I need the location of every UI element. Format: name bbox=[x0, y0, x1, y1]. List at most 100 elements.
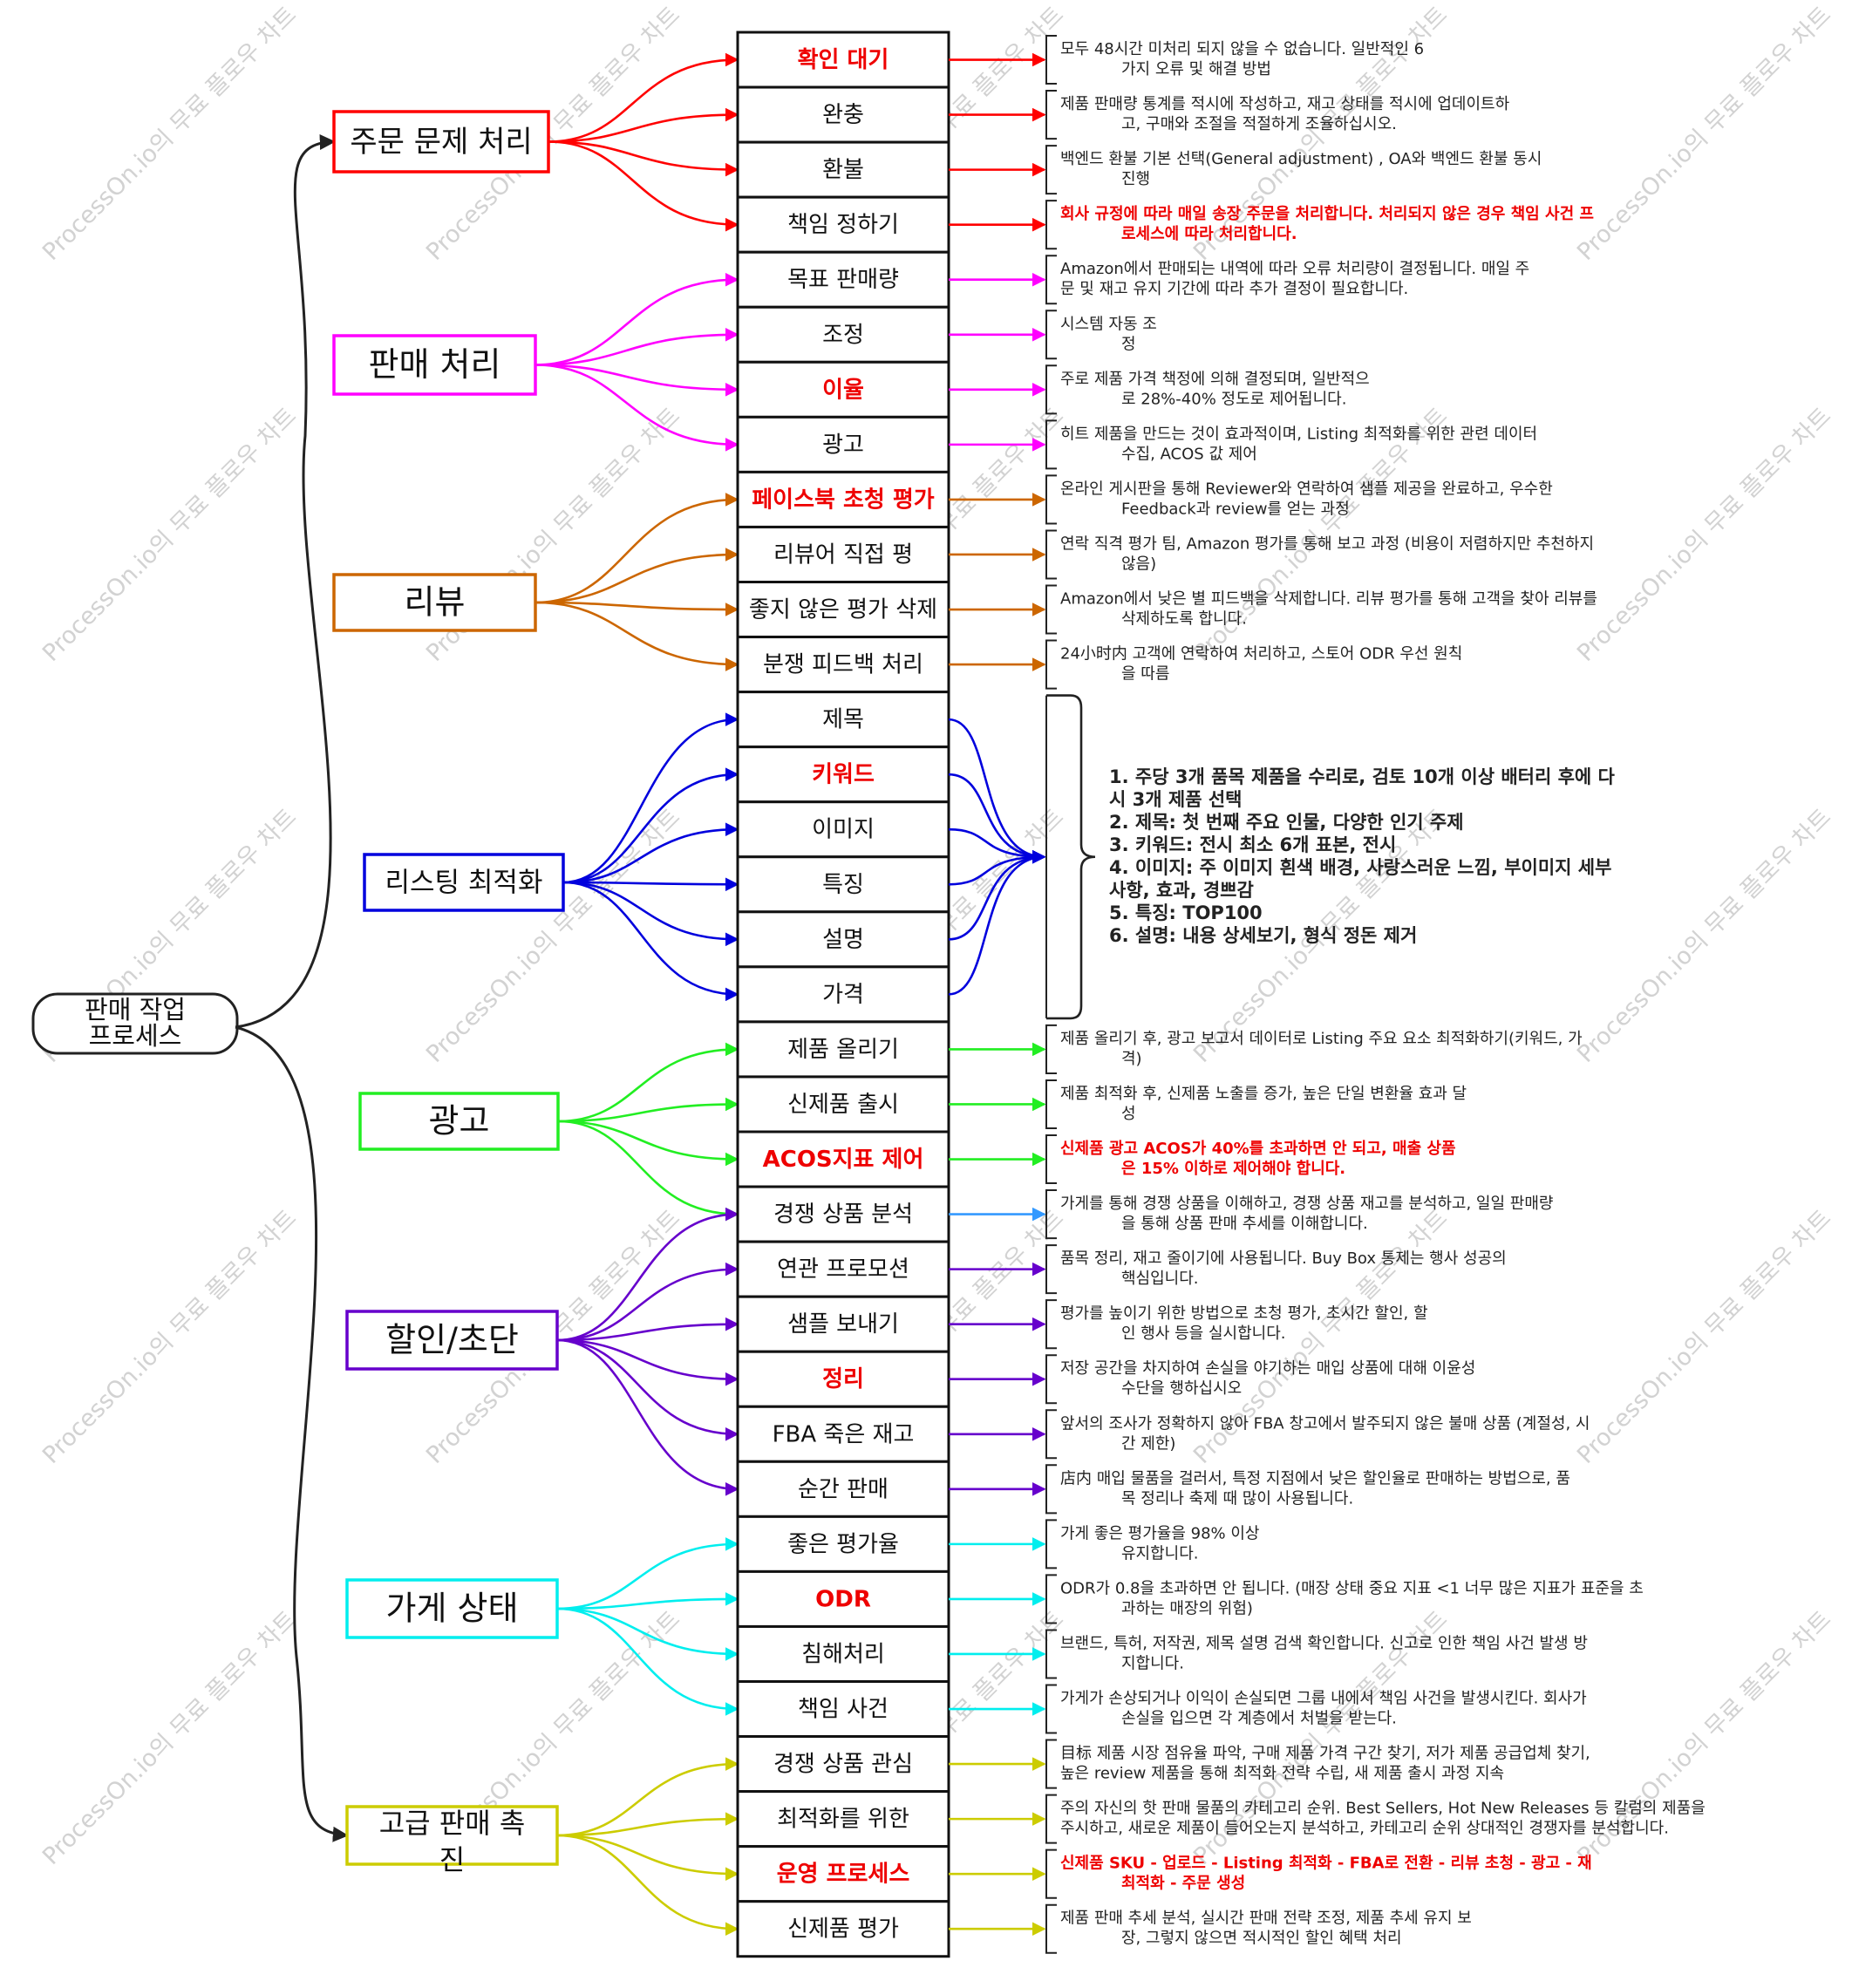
desc-bracket-0 bbox=[1045, 35, 1057, 85]
desc-text-5-0: 시스템 자동 조 bbox=[1060, 315, 1157, 333]
group-label-listing: 리스팅 최적화 bbox=[385, 868, 543, 899]
step-label-31: 경쟁 상품 관심 bbox=[773, 1752, 913, 1778]
group-node-discount bbox=[345, 1310, 559, 1371]
step-cell-5 bbox=[736, 305, 950, 364]
desc-text-28-0: ODR가 0.8을 초과하면 안 됩니다. (매장 상태 중요 지표 <1 너무… bbox=[1060, 1579, 1644, 1597]
listing-merge-15 bbox=[948, 849, 1046, 886]
desc-text-22-0: 품목 정리, 재고 줄이기에 사용됩니다. Buy Box 통제는 행사 성공의 bbox=[1060, 1249, 1507, 1268]
desc-text-27-0: 가게 좋은 평가율을 98% 이상 bbox=[1060, 1524, 1260, 1542]
branch-discount-24 bbox=[556, 1338, 739, 1386]
desc-text-34-0: 제품 판매 추세 분석, 실시간 판매 전략 조정, 제품 추세 유지 보 bbox=[1060, 1910, 1472, 1928]
listing-brace bbox=[1046, 694, 1096, 1020]
step-cell-4 bbox=[736, 250, 950, 309]
branch-advanced-31 bbox=[556, 1757, 739, 1837]
desc-text-23-0: 평가를 높이기 위한 방법으로 초청 평가, 초시간 할인, 할 bbox=[1060, 1304, 1428, 1323]
step-label-20: ACOS지표 제어 bbox=[763, 1147, 924, 1173]
desc-text-19-1: 성 bbox=[1121, 1105, 1136, 1123]
desc-bracket-9 bbox=[1045, 529, 1057, 580]
step-cell-32 bbox=[736, 1790, 950, 1848]
step-label-11: 분쟁 피드백 처리 bbox=[763, 652, 923, 678]
step-cell-30 bbox=[736, 1680, 950, 1739]
desc-bracket-8 bbox=[1045, 474, 1057, 525]
root-node bbox=[31, 992, 239, 1055]
group-label-review: 리뷰 bbox=[405, 583, 466, 622]
desc-text-19-0: 제품 최적화 후, 신제품 노출를 증가, 높은 단일 변환율 효과 달 bbox=[1060, 1085, 1467, 1103]
step-label-32: 최적화를 위한 bbox=[777, 1807, 909, 1833]
step-label-27: 좋은 평가율 bbox=[787, 1531, 899, 1557]
group-label-sales: 판매 처리 bbox=[369, 345, 501, 384]
step-cell-25 bbox=[736, 1405, 950, 1463]
desc-text-8-1: Feedback과 review를 얻는 과정 bbox=[1121, 500, 1350, 518]
listing-desc-line-2: 2. 제목: 첫 번째 주요 인물, 다양한 인기 주제 bbox=[1109, 812, 1464, 833]
desc-text-11-0: 24小时内 고객에 연락하여 처리하고, 스토어 ODR 우선 원칙 bbox=[1060, 645, 1462, 664]
step-label-17: 가격 bbox=[822, 982, 864, 1008]
step-cell-14 bbox=[736, 800, 950, 859]
branch-store-27 bbox=[556, 1537, 739, 1610]
step-cell-27 bbox=[736, 1515, 950, 1573]
step-cell-22 bbox=[736, 1240, 950, 1298]
branch-discount-21 bbox=[556, 1207, 739, 1342]
listing-desc-line-3: 3. 키워드: 전시 최소 6개 표본, 전시 bbox=[1109, 834, 1396, 855]
step-label-24: 정리 bbox=[822, 1366, 864, 1392]
desc-text-20-1: 은 15% 이하로 제어해야 합니다. bbox=[1121, 1159, 1345, 1178]
step-label-28: ODR bbox=[815, 1586, 871, 1612]
desc-bracket-34 bbox=[1045, 1903, 1057, 1954]
desc-text-34-1: 장, 그렇지 않으면 적시적인 할인 혜택 처리 bbox=[1121, 1930, 1402, 1948]
step-cell-31 bbox=[736, 1735, 950, 1794]
desc-text-2-0: 백엔드 환불 기본 선택(General adjustment) , OA와 백… bbox=[1060, 150, 1542, 168]
desc-bracket-30 bbox=[1045, 1684, 1057, 1734]
step-cell-24 bbox=[736, 1350, 950, 1408]
branch-sales-5 bbox=[534, 327, 739, 366]
step-label-6: 이율 bbox=[822, 377, 864, 403]
branch-sales-7 bbox=[534, 364, 739, 452]
listing-merge-17 bbox=[948, 849, 1046, 996]
step-label-26: 순간 판매 bbox=[798, 1476, 889, 1502]
step-label-34: 신제품 평가 bbox=[787, 1917, 899, 1943]
branch-order-3 bbox=[548, 140, 739, 232]
desc-bracket-18 bbox=[1045, 1024, 1057, 1074]
desc-text-10-0: Amazon에서 낮은 별 피드백을 삭제합니다. 리뷰 평가를 통해 고객을 … bbox=[1060, 590, 1597, 609]
desc-text-2-1: 진행 bbox=[1121, 170, 1150, 188]
branch-store-29 bbox=[556, 1607, 739, 1661]
step-cell-13 bbox=[736, 746, 950, 804]
desc-text-18-0: 제품 올리기 후, 광고 보고서 데이터로 Listing 주요 요소 최적화하… bbox=[1060, 1030, 1583, 1048]
step-label-13: 키워드 bbox=[812, 762, 875, 788]
desc-text-32-0: 주의 자신의 핫 판매 물품의 카테고리 순위. Best Sellers, H… bbox=[1060, 1800, 1706, 1818]
step-cell-6 bbox=[736, 360, 950, 419]
root-label-line2: 프로세스 bbox=[89, 1021, 182, 1051]
desc-text-1-0: 제품 판매량 통계를 적시에 작성하고, 재고 상태를 적시에 업데이트하 bbox=[1060, 95, 1510, 113]
listing-merge-12 bbox=[948, 718, 1046, 864]
watermark-text: ProcessOn.io의 무료 플로우 차트 bbox=[1572, 804, 1836, 1068]
desc-text-21-1: 을 통해 상품 판매 추세를 이해합니다. bbox=[1121, 1215, 1368, 1233]
desc-text-10-1: 삭제하도록 합니다. bbox=[1121, 610, 1247, 629]
desc-bracket-1 bbox=[1045, 90, 1057, 140]
watermark-text: ProcessOn.io의 무료 플로우 차트 bbox=[1572, 403, 1836, 667]
step-label-12: 제목 bbox=[822, 707, 864, 733]
listing-merge-16 bbox=[948, 849, 1046, 941]
desc-bracket-27 bbox=[1045, 1519, 1057, 1569]
connector-root-to-order bbox=[235, 134, 336, 1029]
step-label-23: 샘플 보내기 bbox=[787, 1311, 899, 1338]
group-node-sales bbox=[332, 334, 537, 396]
desc-bracket-19 bbox=[1045, 1079, 1057, 1129]
desc-text-31-1: 높은 review 제품을 통해 최적화 전략 수립, 새 제품 출시 과정 지… bbox=[1060, 1765, 1504, 1783]
desc-text-29-1: 지합니다. bbox=[1121, 1654, 1184, 1672]
branch-listing-17 bbox=[562, 881, 739, 1002]
step-label-22: 연관 프로모션 bbox=[777, 1256, 909, 1283]
branch-discount-23 bbox=[556, 1317, 739, 1342]
listing-desc-line-4: 4. 이미지: 주 이미지 흰색 배경, 사랑스러운 느낌, 부이미지 세부 bbox=[1109, 857, 1611, 878]
desc-text-18-1: 격) bbox=[1121, 1050, 1142, 1068]
step-label-10: 좋지 않은 평가 삭제 bbox=[749, 597, 937, 623]
desc-text-9-0: 연락 직격 평가 팀, Amazon 평가를 통해 보고 과정 (비용이 저렴하… bbox=[1060, 534, 1594, 553]
branch-listing-15 bbox=[562, 877, 739, 892]
desc-bracket-28 bbox=[1045, 1574, 1057, 1624]
desc-text-26-1: 목 정리나 축제 때 많이 사용됩니다. bbox=[1121, 1489, 1353, 1508]
branch-sales-6 bbox=[534, 364, 739, 397]
branch-ads-19 bbox=[557, 1097, 739, 1123]
desc-text-24-0: 저장 공간을 차지하여 손실을 야기하는 매입 상품에 대해 이윤성 bbox=[1060, 1359, 1475, 1378]
branch-review-9 bbox=[534, 548, 739, 604]
step-label-9: 리뷰어 직접 평 bbox=[773, 541, 913, 568]
desc-text-4-1: 문 및 재고 유지 기간에 따라 추가 결정이 필요합니다. bbox=[1060, 280, 1408, 298]
branch-store-28 bbox=[556, 1592, 739, 1610]
